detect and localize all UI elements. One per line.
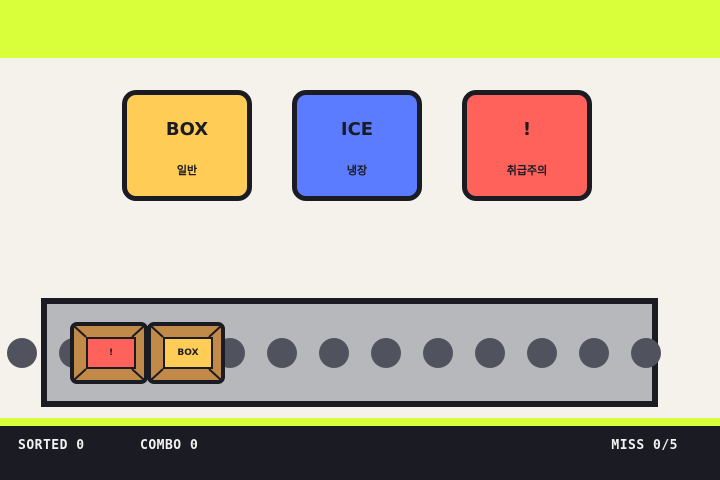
bin-ice-title: ICE bbox=[340, 119, 374, 140]
roller bbox=[319, 338, 349, 368]
roller bbox=[423, 338, 453, 368]
roller bbox=[267, 338, 297, 368]
package-box[interactable]: BOX bbox=[147, 322, 225, 384]
package-label: BOX bbox=[163, 337, 213, 369]
bin-fragile[interactable]: ! 취급주의 bbox=[462, 90, 592, 201]
package-label: ! bbox=[86, 337, 136, 369]
package-flaps-icon bbox=[151, 326, 221, 380]
roller bbox=[631, 338, 661, 368]
sorted-counter: SORTED 0 bbox=[18, 438, 85, 453]
roller bbox=[7, 338, 37, 368]
package-flaps-icon bbox=[74, 326, 144, 380]
bin-ice-subtitle: 냉장 bbox=[346, 164, 368, 177]
bin-box[interactable]: BOX 일반 bbox=[122, 90, 252, 201]
roller bbox=[475, 338, 505, 368]
bin-fragile-title: ! bbox=[522, 119, 532, 140]
accent-strip bbox=[0, 418, 720, 426]
bin-ice[interactable]: ICE 냉장 bbox=[292, 90, 422, 201]
roller bbox=[579, 338, 609, 368]
roller bbox=[527, 338, 557, 368]
miss-counter: MISS 0/5 bbox=[611, 438, 678, 453]
bin-fragile-subtitle: 취급주의 bbox=[506, 164, 548, 177]
roller bbox=[371, 338, 401, 368]
package-fragile[interactable]: ! bbox=[70, 322, 148, 384]
hud-bar: SORTED 0 COMBO 0 MISS 0/5 bbox=[0, 426, 720, 480]
combo-counter: COMBO 0 bbox=[140, 438, 199, 453]
bin-box-subtitle: 일반 bbox=[176, 164, 198, 177]
top-banner bbox=[0, 0, 720, 58]
bin-box-title: BOX bbox=[165, 119, 209, 140]
